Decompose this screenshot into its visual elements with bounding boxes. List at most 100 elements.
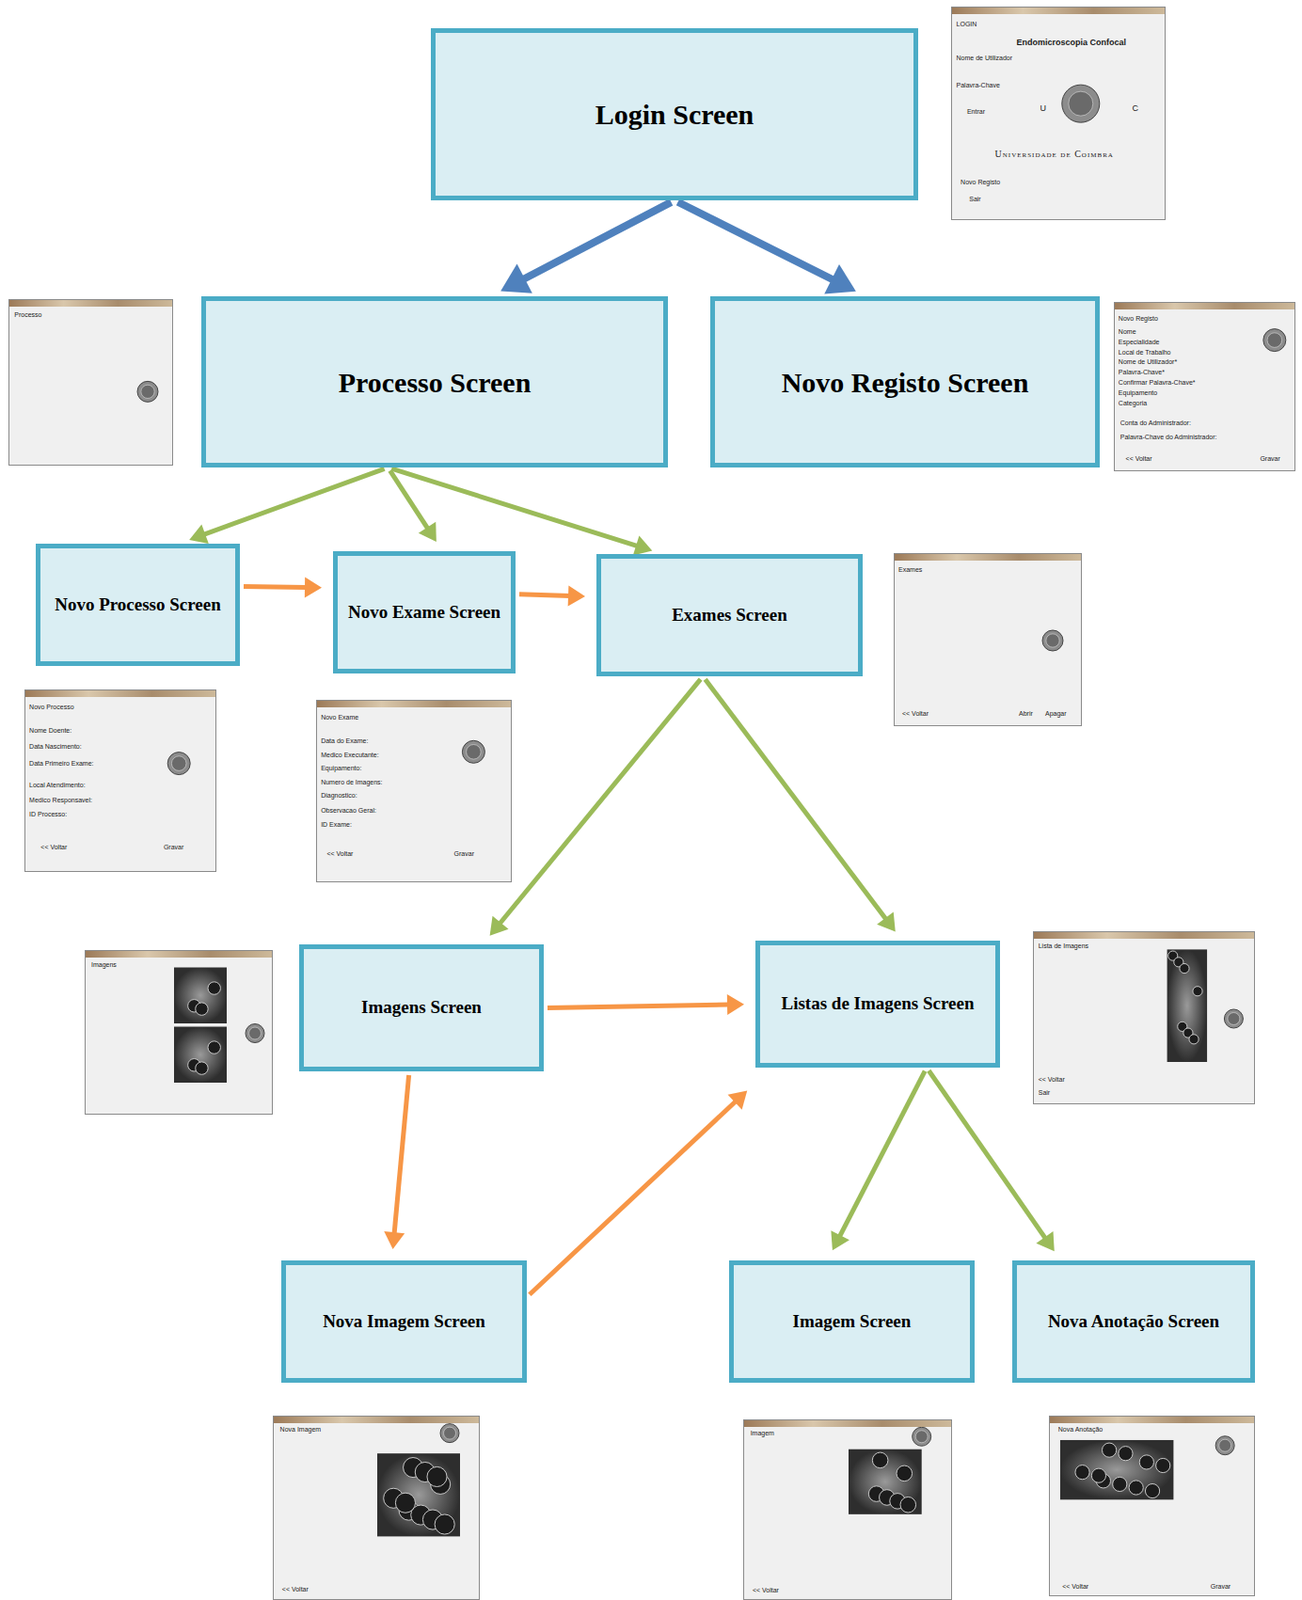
university-seal [1227,1013,1240,1026]
microscopy-image [1167,949,1207,1063]
box-label: Exames Screen [671,603,788,628]
cell-shape [1144,1483,1160,1498]
arrow-line [499,679,701,924]
flow-arrow [547,994,745,1016]
arrow-head [728,1090,748,1110]
flow-arrow [391,468,652,556]
box-label: Novo Exame Screen [348,601,501,625]
title-bar [25,690,216,698]
screen-label: Diagnostico: [320,792,358,800]
screenshot-window: Novo ExameData do Exame:Medico Executant… [316,699,512,883]
screen-label: Confirmar Palavra-Chave* [1118,379,1196,387]
cell-shape [872,1452,889,1469]
screen-label: Nova Anotação [1058,1426,1103,1434]
screen-label: << Voltar [1062,1583,1089,1591]
microscopy-image [848,1449,922,1515]
flow-arrow [500,202,671,294]
screenshot-window: Imagem<< Voltar [743,1419,953,1600]
arrow-head [500,264,533,294]
screenshot-window: Imagens [84,950,273,1115]
university-seal [1042,630,1064,651]
screen-label: U [1039,103,1047,114]
arrow-head [304,577,322,599]
screen-label: Nome de Utilizador [956,54,1014,63]
screen-label: Nome Doente: [29,727,72,735]
arrow-line [391,468,638,546]
microscopy-image [174,1027,227,1084]
screen-label: Gravar [163,843,184,852]
screenshot-art [894,554,1081,726]
screenshot-art [1049,1416,1255,1596]
university-seal [1267,333,1283,349]
screenshot-window: Novo RegistoNomeEspecialidadeLocal de Tr… [1113,301,1296,472]
university-seal [915,1430,928,1444]
arrow-line [519,594,571,597]
cell-shape [900,1496,917,1513]
cell-shape [1189,1034,1199,1045]
screen-label: Local Atendimento: [29,781,86,790]
arrow-head [876,911,896,932]
arrow-head [568,585,586,606]
university-seal [1068,91,1094,116]
screen-label: Especialidade [1118,338,1160,347]
screen-label: Processo [14,311,42,319]
box-label: Nova Imagem Screen [322,1310,486,1334]
arrow-line [522,202,671,281]
cell-shape [195,1002,208,1016]
screen-label: Data Primeiro Exame: [29,760,94,768]
screen-label: Novo Processo [29,703,74,712]
title-bar [317,700,511,708]
university-seal [245,1024,265,1044]
cell-shape [1118,1446,1133,1461]
box-label: Imagens Screen [361,996,482,1020]
university-seal [912,1427,932,1446]
university-seal [1046,634,1060,648]
title-bar [9,300,173,307]
screen-label: Lista de Imagens [1038,942,1089,951]
screen-label: Categoria [1118,399,1147,408]
arrow-line [705,679,887,920]
screen-label: Gravar [454,850,475,858]
screen-box: Processo Screen [201,296,668,468]
screen-label: Palavra-Chave do Administrador: [1120,433,1218,442]
title-bar [273,1416,479,1424]
screen-box: Imagem Screen [729,1260,975,1383]
box-label: Imagem Screen [793,1310,912,1334]
screen-label: Exames [898,566,922,574]
flow-arrow [705,679,896,932]
screenshot-art [1114,302,1295,471]
arrow-line [928,1070,1046,1239]
screen-label: C [1132,103,1140,114]
box-label: Listas de Imagens Screen [781,992,975,1017]
screen-label: Universidade de Coimbra [995,148,1114,160]
screenshot-window: Nova Anotação<< VoltarGravar [1048,1415,1255,1597]
screen-box: Novo Processo Screen [35,543,240,667]
screen-label: Observacao Geral: [320,807,377,815]
arrow-head [830,1230,850,1251]
screen-label: << Voltar [282,1586,309,1594]
screen-box: Novo Exame Screen [333,551,516,674]
screenshot-window: LOGINEndomicroscopia ConfocalNome de Uti… [951,6,1166,221]
screen-label: Imagens [91,961,117,969]
university-seal [167,752,191,776]
screen-label: Palavra-Chave* [1118,368,1165,377]
cell-shape [1102,1443,1117,1458]
flow-arrow [490,679,701,937]
flow-arrow [529,1090,747,1295]
screen-label: Novo Registo [960,178,1001,187]
arrow-line [243,587,307,588]
screen-label: << Voltar [752,1587,779,1595]
title-bar [744,1420,952,1428]
screenshot-art [1033,932,1255,1104]
screen-box: Login Screen [430,28,919,201]
screen-box: Nova Imagem Screen [281,1260,527,1383]
arrow-head [1035,1231,1054,1252]
title-bar [894,554,1081,561]
screen-box: Novo Registo Screen [710,296,1100,468]
screen-label: Equipamento: [320,764,362,773]
arrow-line [839,1071,925,1238]
screen-label: Palavra-Chave [956,81,1001,90]
arrow-head [418,522,437,542]
cell-shape [1112,1476,1128,1492]
screenshot-art [9,300,173,465]
